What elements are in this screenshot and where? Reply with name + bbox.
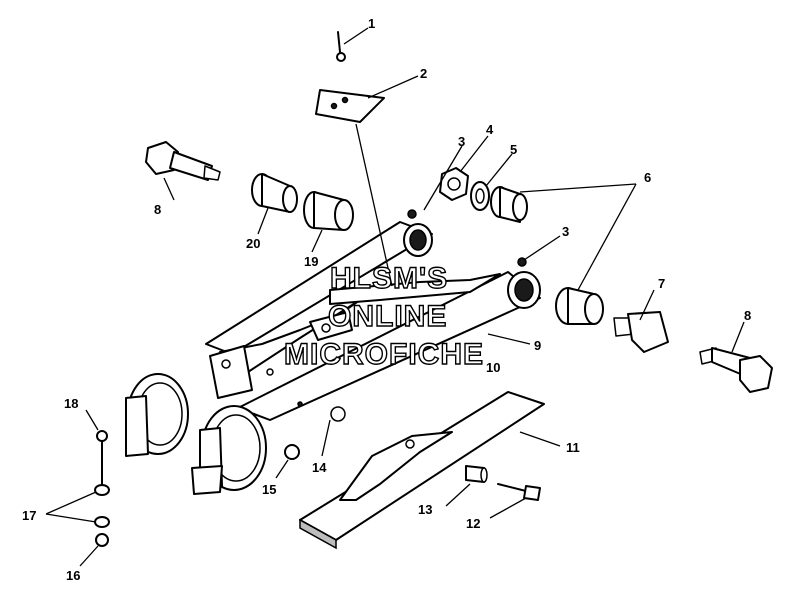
- watermark-line-2: ONLINE: [328, 300, 447, 333]
- callout-12: 12: [466, 516, 480, 531]
- leader-lines: [45, 27, 745, 567]
- part-11-chain-guide: [299, 391, 545, 550]
- part-20-bushing: [251, 173, 298, 213]
- part-8-bolt-right: [699, 347, 773, 393]
- callout-18: 18: [64, 396, 78, 411]
- callout-9: 9: [534, 338, 541, 353]
- callout-labels: 1 2 3 4 5 6 3 7 8 8 20 19 9 10 11 12 13 …: [22, 16, 751, 583]
- callout-7: 7: [658, 276, 665, 291]
- callout-16: 16: [66, 568, 80, 583]
- watermark-line-3: MICROFICHE: [284, 338, 484, 371]
- callout-2: 2: [420, 66, 427, 81]
- part-12-bolt: [497, 483, 541, 501]
- part-17-washer-upper: [94, 484, 110, 496]
- part-5-washer: [470, 181, 490, 211]
- part-7-bushing: [613, 311, 669, 353]
- part-16-nut: [95, 533, 109, 547]
- part-13-spacer: [465, 465, 488, 483]
- part-8-bolt-left: [145, 141, 221, 181]
- callout-14: 14: [312, 460, 327, 475]
- callout-4: 4: [486, 122, 494, 137]
- part-2-bracket-plate: [315, 89, 385, 123]
- callout-19: 19: [304, 254, 318, 269]
- callout-3-upper: 3: [458, 134, 465, 149]
- part-4-nut: [439, 167, 469, 201]
- callout-3-lower: 3: [562, 224, 569, 239]
- callout-20: 20: [246, 236, 260, 251]
- part-19-sleeve: [303, 191, 354, 231]
- part-18-bolt: [96, 430, 108, 485]
- watermark: HLSM'S ONLINE MICROFICHE: [283, 261, 484, 371]
- callout-1: 1: [368, 16, 375, 31]
- callout-15: 15: [262, 482, 276, 497]
- callout-6: 6: [644, 170, 651, 185]
- part-17-washer-lower: [94, 516, 110, 528]
- part-15-nut: [284, 444, 300, 460]
- callout-13: 13: [418, 502, 432, 517]
- callout-10: 10: [486, 360, 500, 375]
- callout-5: 5: [510, 142, 517, 157]
- callout-11: 11: [566, 440, 580, 455]
- part-6-spacer-upper: [490, 186, 528, 223]
- watermark-line-1: HLSM'S: [330, 262, 448, 295]
- callout-8-right: 8: [744, 308, 751, 323]
- part-6-spacer-lower: [555, 287, 604, 325]
- callout-8-left: 8: [154, 202, 161, 217]
- swing-arm-frame: [125, 209, 541, 495]
- callout-17: 17: [22, 508, 36, 523]
- part-1-screw: [336, 31, 346, 62]
